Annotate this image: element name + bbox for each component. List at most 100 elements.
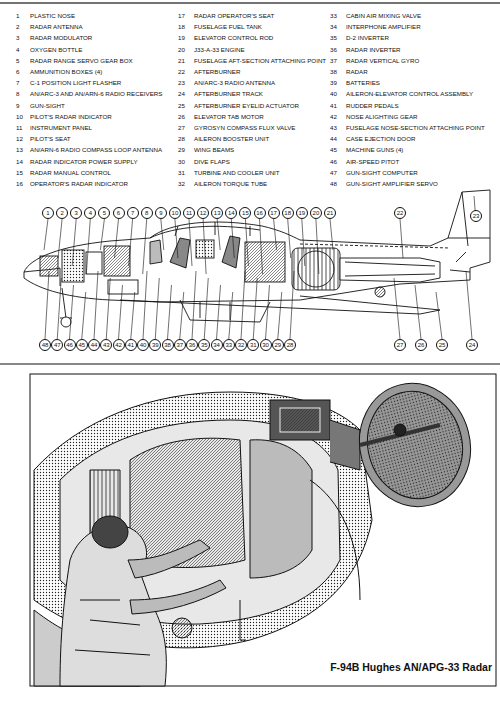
part-name: FUSELAGE NOSE-SECTION ATTACHING POINT	[346, 124, 485, 132]
callout-number: 48	[42, 342, 49, 348]
callout-circle: 48	[39, 339, 51, 351]
part-name: GUN-SIGHT COMPUTER	[346, 169, 418, 177]
callout-number: 35	[201, 342, 208, 348]
callout-circle: 32	[235, 339, 247, 351]
part-number: 28	[178, 135, 185, 143]
callout-number: 4	[89, 210, 92, 216]
callout-circle: 7	[127, 207, 139, 219]
part-name: RADAR ANTENNA	[30, 23, 83, 31]
part-name: ELEVATOR TAB MOTOR	[194, 113, 264, 121]
callout-circle: 10	[169, 207, 181, 219]
callout-circle: 28	[284, 339, 296, 351]
leader-line	[204, 278, 208, 339]
part-number: 26	[178, 113, 185, 121]
radar-illustration	[30, 371, 496, 686]
callout-number: 15	[242, 210, 249, 216]
part-number: 44	[330, 135, 337, 143]
leader-line	[436, 292, 442, 339]
callout-circle: 24	[466, 339, 478, 351]
part-number: 43	[330, 124, 337, 132]
callout-circle: 35	[198, 339, 210, 351]
leader-line	[189, 219, 192, 266]
leader-line	[94, 271, 98, 339]
leader-line	[266, 285, 270, 339]
leader-line	[288, 219, 291, 258]
part-name: DIVE FLAPS	[194, 158, 230, 166]
callout-circle: 30	[260, 339, 272, 351]
leader-line	[143, 219, 147, 274]
part-name: AFTERBURNER	[194, 68, 240, 76]
callout-number: 12	[200, 210, 207, 216]
part-number: 14	[16, 158, 23, 166]
part-name: AILERON-ELEVATOR CONTROL ASSEMBLY	[346, 90, 473, 98]
callout-number: 13	[214, 210, 221, 216]
leader-line	[45, 271, 49, 339]
callout-circle: 6	[113, 207, 125, 219]
leader-line	[241, 271, 245, 339]
part-name: RADAR MODULATOR	[30, 34, 92, 42]
leader-line	[106, 278, 110, 339]
part-number: 23	[178, 79, 185, 87]
callout-circle: 25	[436, 339, 448, 351]
callout-number: 43	[103, 342, 110, 348]
part-number: 5	[16, 57, 19, 65]
callout-number: 10	[172, 210, 179, 216]
leader-line	[82, 292, 86, 339]
part-name: RADAR INVERTER	[346, 46, 401, 54]
leader-line	[155, 278, 159, 339]
callout-circle: 33	[223, 339, 235, 351]
leader-line	[203, 219, 206, 274]
part-number: 15	[16, 169, 23, 177]
part-name: AN/ARN-6 RADIO COMPASS LOOP ANTENNA	[30, 146, 162, 154]
leader-line	[70, 285, 74, 339]
part-number: 10	[16, 113, 23, 121]
callout-number: 32	[238, 342, 245, 348]
leader-line	[129, 219, 133, 266]
part-number: 41	[330, 102, 337, 110]
part-name: GUN-SIGHT	[30, 102, 65, 110]
part-name: TURBINE AND COOLER UNIT	[194, 169, 280, 177]
callout-number: 5	[103, 210, 106, 216]
part-number: 33	[330, 12, 337, 20]
leader-line	[57, 278, 61, 339]
callout-number: 25	[439, 342, 446, 348]
leader-line	[180, 292, 184, 339]
leader-line	[143, 271, 147, 339]
callout-number: 2	[60, 210, 63, 216]
callout-circle: 12	[197, 207, 209, 219]
callout-circle: 3	[70, 207, 82, 219]
leader-line	[217, 285, 221, 339]
part-name: AILERON BOOSTER UNIT	[194, 135, 269, 143]
callout-circle: 1	[42, 207, 54, 219]
callout-circle: 4	[84, 207, 96, 219]
part-number: 18	[178, 23, 185, 31]
part-number: 4	[16, 46, 19, 54]
part-number: 29	[178, 146, 185, 154]
callout-number: 41	[127, 342, 134, 348]
part-number: 47	[330, 169, 337, 177]
callout-number: 39	[152, 342, 159, 348]
part-number: 17	[178, 12, 185, 20]
callout-number: 29	[274, 342, 281, 348]
part-name: PILOT'S RADAR INDICATOR	[30, 113, 112, 121]
leader-line	[161, 219, 164, 250]
part-name: FUSELAGE FUEL TANK	[194, 23, 262, 31]
part-number: 20	[178, 46, 185, 54]
part-number: 48	[330, 180, 337, 188]
part-name: C-1 POSITION LIGHT FLASHER	[30, 79, 121, 87]
leader-line	[245, 219, 248, 266]
leader-line	[253, 278, 257, 339]
leader-line	[302, 219, 305, 266]
callout-circle: 41	[125, 339, 137, 351]
leader-line	[330, 219, 333, 250]
part-number: 42	[330, 113, 337, 121]
leader-line	[86, 219, 90, 274]
part-name: AILERON TORQUE TUBE	[194, 180, 267, 188]
part-name: NOSE ALIGHTING GEAR	[346, 113, 418, 121]
part-name: AMMUNITION BOXES (4)	[30, 68, 102, 76]
callout-number: 7	[131, 210, 134, 216]
part-name: CASE EJECTION DOOR	[346, 135, 415, 143]
part-number: 6	[16, 68, 19, 76]
callout-number: 3	[75, 210, 78, 216]
callout-circle: 11	[183, 207, 195, 219]
